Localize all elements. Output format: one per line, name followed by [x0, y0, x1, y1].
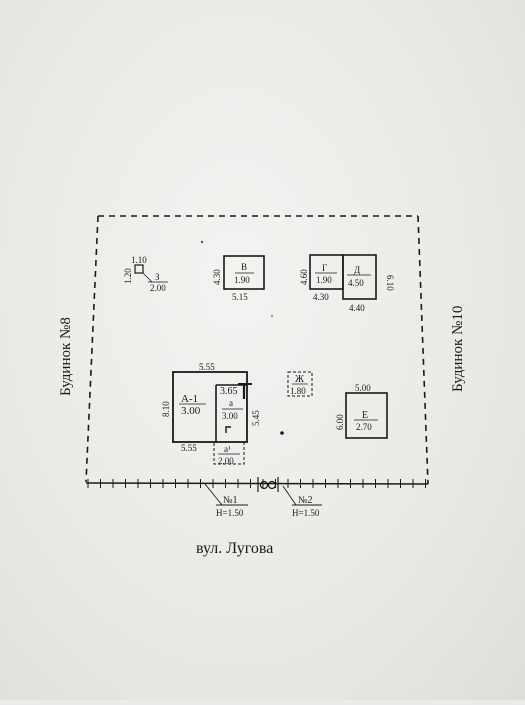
building-e-label: Е: [362, 410, 368, 421]
neighbor-right-label: Будинок №10: [450, 306, 466, 392]
building-a1: 5.55 8.10 5.55 А-1 3.00: [161, 362, 248, 453]
building-z-label: З: [155, 272, 160, 282]
building-v-bottom: 5.15: [232, 292, 248, 302]
survey-point: [280, 431, 284, 435]
plot-boundary: [85, 215, 429, 485]
building-a-label: а: [229, 398, 233, 408]
building-z: 1.10 1.20 З 2.00: [123, 255, 168, 293]
building-a1-side: 8.10: [161, 401, 171, 417]
building-g-height: 1.90: [316, 275, 332, 285]
building-a1-porch: а¹ 2.00: [213, 441, 245, 466]
building-a1-label: А-1: [181, 393, 198, 405]
building-d-height: 4.50: [348, 278, 364, 288]
building-a-top: 3.65: [220, 386, 238, 397]
survey-point: [271, 315, 273, 317]
street-name: вул. Лугова: [196, 540, 273, 557]
building-a1-top: 5.55: [199, 362, 215, 372]
survey-point: [200, 240, 204, 244]
street-fence: [85, 479, 429, 488]
building-zh-height: 1.80: [290, 386, 306, 396]
building-v: В 1.90 4.30 5.15: [212, 255, 265, 302]
building-z-width: 1.10: [131, 255, 147, 265]
building-e: 5.00 6.00 Е 2.70: [335, 383, 388, 439]
building-e-side: 6.00: [335, 414, 345, 430]
building-z-height: 2.00: [150, 283, 166, 293]
building-d-side: 6.10: [385, 275, 395, 291]
building-a1-height: 3.00: [181, 405, 201, 417]
building-a: 3.65 а 3.00 5.45: [220, 383, 261, 433]
building-zh: Ж 1.80: [287, 371, 313, 397]
building-g-label: Г: [322, 263, 327, 273]
gate-2-height: Н=1.50: [292, 508, 320, 518]
building-a-side: 5.45: [251, 410, 261, 426]
porch-label: а¹: [224, 444, 231, 454]
building-v-height: 1.90: [234, 275, 250, 285]
building-a1-bottom: 5.55: [181, 443, 197, 453]
building-a-height: 3.00: [222, 411, 238, 421]
gate-symbol: [257, 477, 279, 492]
gate-2-leader: [282, 485, 322, 506]
gate-1-height: Н=1.50: [216, 508, 244, 518]
gate-1-leader: [204, 483, 248, 506]
building-z-depth: 1.20: [123, 268, 133, 284]
building-zh-label: Ж: [295, 374, 304, 385]
building-v-side: 4.30: [212, 269, 222, 285]
building-g: Г 1.90 4.60 4.30: [299, 254, 344, 302]
gate-1-label: №1: [223, 495, 238, 506]
building-v-label: В: [241, 262, 247, 272]
gate-2-label: №2: [298, 495, 313, 506]
building-g-side: 4.60: [299, 269, 309, 285]
porch-height: 2.00: [218, 456, 234, 466]
neighbor-left-label: Будинок №8: [58, 317, 74, 396]
building-e-height: 2.70: [356, 422, 372, 432]
building-d-label: Д: [354, 265, 360, 275]
building-e-top: 5.00: [355, 383, 371, 393]
building-g-bottom: 4.30: [313, 292, 329, 302]
building-d-bottom: 4.40: [349, 303, 365, 313]
building-d: Д 4.50 6.10 4.40: [342, 254, 395, 313]
